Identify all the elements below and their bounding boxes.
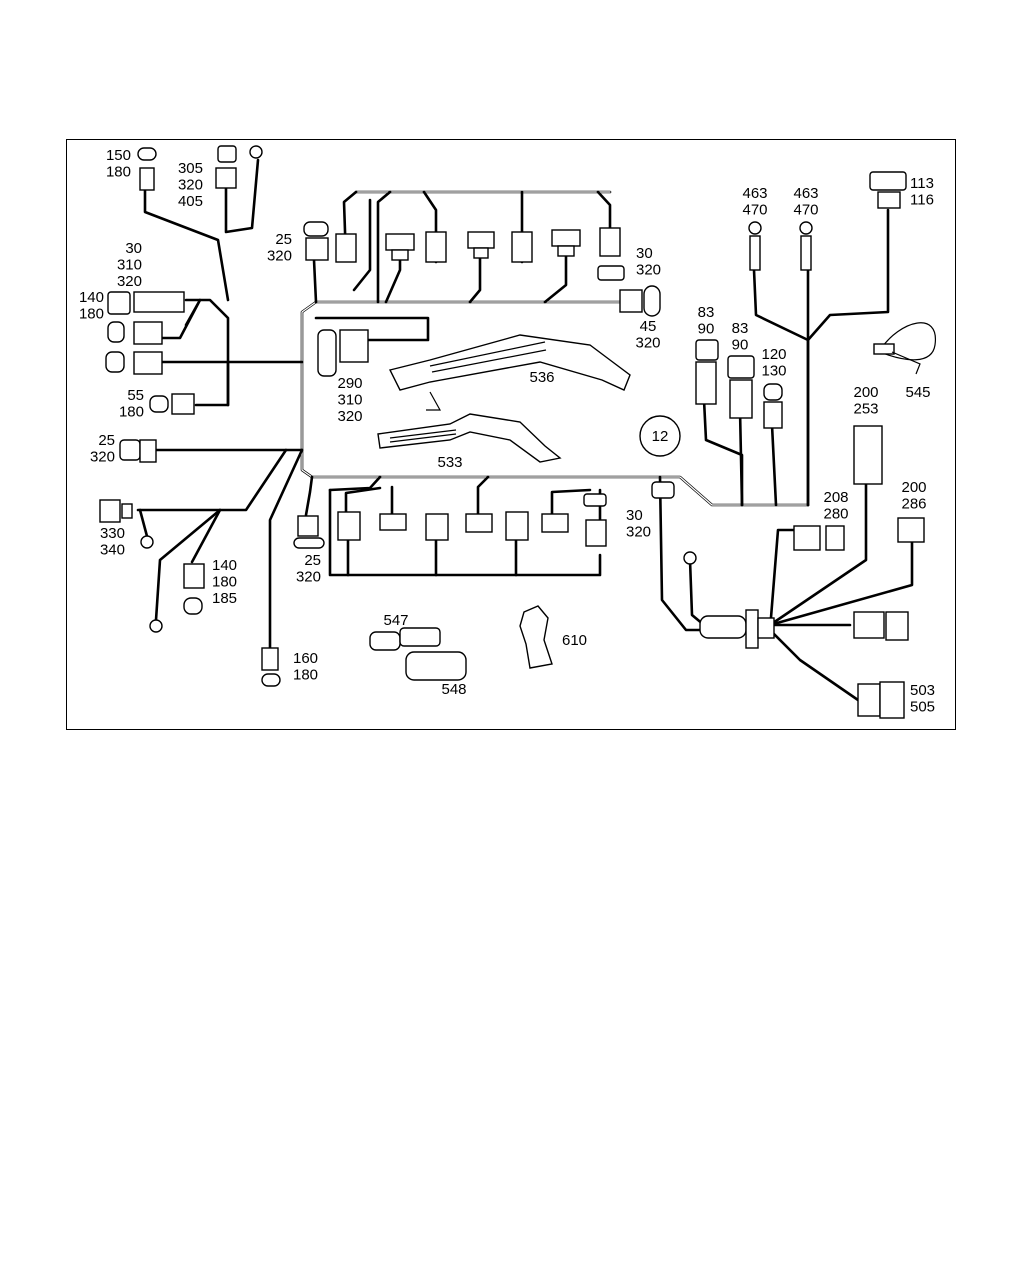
callout-12: 12	[639, 415, 681, 457]
part-label-l30a-0: 30	[125, 240, 142, 257]
part-label-l150-1: 180	[106, 164, 131, 181]
part-label-l463a-1: 470	[742, 202, 767, 219]
part-label-l503-0: 503	[910, 682, 935, 699]
part-label-l305-1: 320	[178, 177, 203, 194]
part-label-l120-1: 130	[761, 363, 786, 380]
part-label-l25a-1: 320	[90, 449, 115, 466]
plug-547	[369, 631, 401, 651]
part-label-l140b-2: 185	[212, 590, 237, 607]
part-label-l45-1: 320	[635, 335, 660, 352]
part-label-l140a-1: 180	[79, 306, 104, 323]
part-label-l30a-2: 320	[117, 273, 142, 290]
part-label-l25b-0: 25	[304, 552, 321, 569]
part-label-l25a-0: 25	[98, 432, 115, 449]
part-label-l545-0: 545	[905, 384, 930, 401]
part-label-l208-1: 280	[823, 506, 848, 523]
part-label-l200b-1: 286	[901, 496, 926, 513]
part-label-l140b-0: 140	[212, 557, 237, 574]
part-label-l150-0: 150	[106, 147, 131, 164]
part-label-l45-0: 45	[640, 318, 657, 335]
part-label-l55-1: 180	[119, 404, 144, 421]
part-label-l208-0: 208	[823, 489, 848, 506]
part-label-l503-1: 505	[910, 699, 935, 716]
part-label-l610-0: 610	[562, 632, 587, 649]
ring-terminal-top	[249, 145, 263, 159]
part-label-l30c-1: 320	[626, 524, 651, 541]
part-label-l160-0: 160	[293, 650, 318, 667]
part-label-l30c-0: 30	[626, 507, 643, 524]
part-label-l113-1: 116	[910, 192, 934, 209]
part-label-l536-0: 536	[529, 369, 554, 386]
part-label-l200a-1: 253	[853, 401, 878, 418]
part-label-l113-0: 113	[910, 175, 934, 192]
plug-548	[405, 651, 467, 681]
grommet-150	[137, 147, 157, 161]
part-label-l533-0: 533	[437, 454, 462, 471]
part-label-l140b-1: 180	[212, 574, 237, 591]
part-label-l83b-0: 83	[732, 320, 749, 337]
plug-305	[217, 145, 237, 163]
part-label-l30a-1: 310	[117, 257, 142, 274]
connectors	[99, 145, 936, 719]
part-label-l548-0: 548	[441, 681, 466, 698]
part-label-l83a-0: 83	[698, 304, 715, 321]
clip-610	[519, 605, 553, 669]
loose-parts	[369, 605, 553, 681]
callout-12-text: 12	[652, 428, 669, 445]
part-label-l83b-1: 90	[732, 337, 749, 354]
part-label-l25c-1: 320	[267, 248, 292, 265]
part-label-l30b-0: 30	[636, 245, 653, 262]
part-label-l547-0: 547	[383, 612, 408, 629]
part-label-l140a-0: 140	[79, 289, 104, 306]
diagram-frame	[66, 139, 956, 730]
part-label-l290-2: 320	[337, 408, 362, 425]
part-label-l330-1: 340	[100, 542, 125, 559]
part-label-l463b-0: 463	[793, 185, 818, 202]
part-label-l25b-1: 320	[296, 569, 321, 586]
part-label-l305-2: 405	[178, 193, 203, 210]
part-label-l330-0: 330	[100, 525, 125, 542]
cable-ducts	[377, 334, 631, 463]
part-label-l463a-0: 463	[742, 185, 767, 202]
part-label-l160-1: 180	[293, 667, 318, 684]
part-label-l200b-0: 200	[901, 479, 926, 496]
part-label-l83a-1: 90	[698, 321, 715, 338]
part-label-l290-0: 290	[337, 375, 362, 392]
part-label-l55-0: 55	[127, 387, 144, 404]
part-label-l25c-0: 25	[275, 231, 292, 248]
part-label-l305-0: 305	[178, 160, 203, 177]
part-label-l463b-1: 470	[793, 202, 818, 219]
part-label-l120-0: 120	[761, 346, 786, 363]
part-label-l200a-0: 200	[853, 384, 878, 401]
part-label-l290-1: 310	[337, 392, 362, 409]
part-label-l30b-1: 320	[636, 262, 661, 279]
